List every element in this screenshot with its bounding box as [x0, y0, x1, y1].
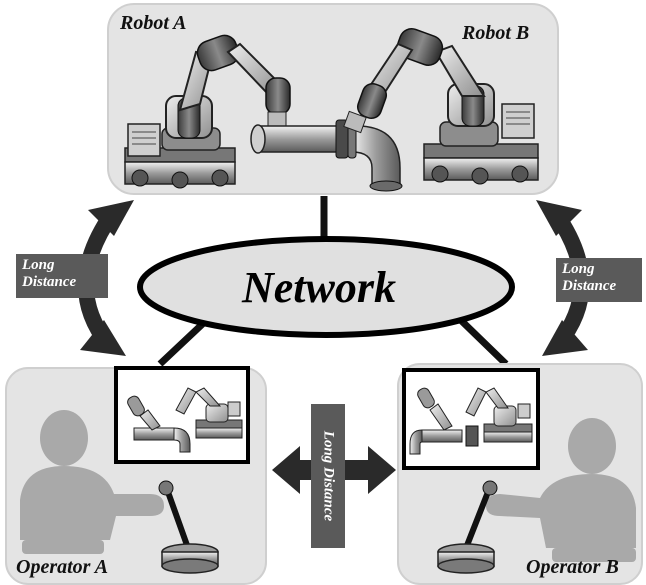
robot-a-illustration	[124, 34, 291, 189]
network-ellipse	[137, 236, 515, 338]
right-long-distance-line-1: Long	[562, 261, 595, 277]
network-label: Network	[242, 263, 396, 312]
operator-a-person	[20, 410, 164, 554]
center-long-distance-text: Long Distance	[320, 430, 337, 522]
robot-scene	[124, 28, 539, 192]
operator-a-label: Operator A	[16, 556, 109, 578]
center-long-distance-tag: Long Distance	[311, 404, 345, 548]
left-long-distance-tag: Long Distance	[16, 254, 108, 298]
operator-b-person	[486, 418, 636, 562]
operator-a-joystick	[158, 480, 219, 574]
left-long-distance-line-2: Distance	[22, 274, 77, 290]
robot-b-label: Robot B	[462, 22, 530, 44]
operator-b-monitor-robot-view	[409, 387, 533, 455]
robot-b-illustration	[343, 28, 539, 185]
right-long-distance-tag: Long Distance	[556, 258, 642, 302]
operator-b-monitor	[402, 368, 540, 470]
right-long-distance-line-2: Distance	[562, 278, 617, 294]
operator-b-label: Operator B	[526, 556, 619, 578]
robot-a-label: Robot A	[120, 12, 187, 34]
operator-b-scene	[402, 368, 636, 574]
left-long-distance-line-1: Long	[22, 257, 55, 273]
operator-a-scene	[20, 366, 250, 574]
operator-b-joystick	[437, 480, 498, 574]
operator-a-monitor-robot-view	[127, 387, 243, 453]
